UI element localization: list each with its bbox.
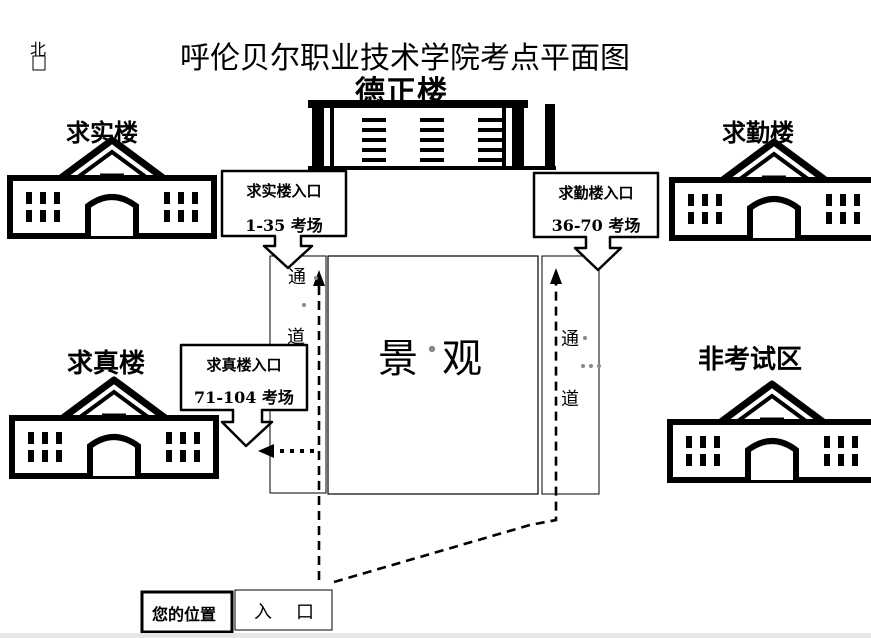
qiushi-entrance-rooms: 1-35 考场 [245, 216, 323, 235]
gate-box [234, 589, 333, 631]
main-building-icon [308, 100, 556, 170]
left-passage-char-1: 通 [288, 267, 306, 288]
route-arrow-left [258, 444, 274, 458]
qiushi-entrance-name: 求实楼入口 [246, 182, 322, 200]
qiushi-entrance-callout [220, 169, 348, 270]
compass-label: 北 [30, 40, 47, 59]
landscape-char-2: 观 [442, 336, 482, 382]
qiushi-building-icon [10, 140, 214, 236]
right-passage [541, 255, 600, 495]
right-passage-char-1: 通 [561, 329, 579, 350]
nonexam-building-icon [670, 384, 871, 480]
qiushi-building-label: 求实楼 [66, 118, 138, 147]
you-are-here-label: 您的位置 [152, 605, 217, 624]
qiuqin-entrance-rooms: 36-70 考场 [551, 216, 641, 235]
route-arrow-up-left [313, 270, 325, 286]
landscape-char-1: 景 [378, 336, 418, 382]
qiuzhen-entrance-rooms: 71-104 考场 [194, 388, 294, 407]
qiuzhen-entrance-callout [179, 343, 309, 448]
gate-char-1: 入 [254, 602, 272, 623]
route-path [317, 282, 558, 584]
landscape-area [327, 255, 539, 495]
main-building-label: 德正楼 [355, 75, 448, 110]
nonexam-building-label: 非考试区 [698, 345, 803, 375]
qiuzhen-building-label: 求真楼 [67, 349, 146, 379]
qiuzhen-entrance-name: 求真楼入口 [206, 356, 282, 374]
qiuqin-entrance-callout [532, 171, 660, 272]
right-passage-char-2: 道 [561, 389, 579, 410]
compass-box [32, 55, 46, 71]
qiuqin-entrance-name: 求勤楼入口 [558, 184, 634, 202]
qiuqin-building-label: 求勤楼 [722, 118, 794, 147]
qiuqin-building-icon [672, 142, 871, 238]
gate-char-2: 口 [296, 602, 314, 623]
route-arrow-up-right [550, 268, 562, 284]
you-are-here-box [140, 590, 234, 634]
left-passage-char-2: 道 [287, 327, 305, 348]
map-title: 呼伦贝尔职业技术学院考点平面图 [180, 41, 630, 76]
